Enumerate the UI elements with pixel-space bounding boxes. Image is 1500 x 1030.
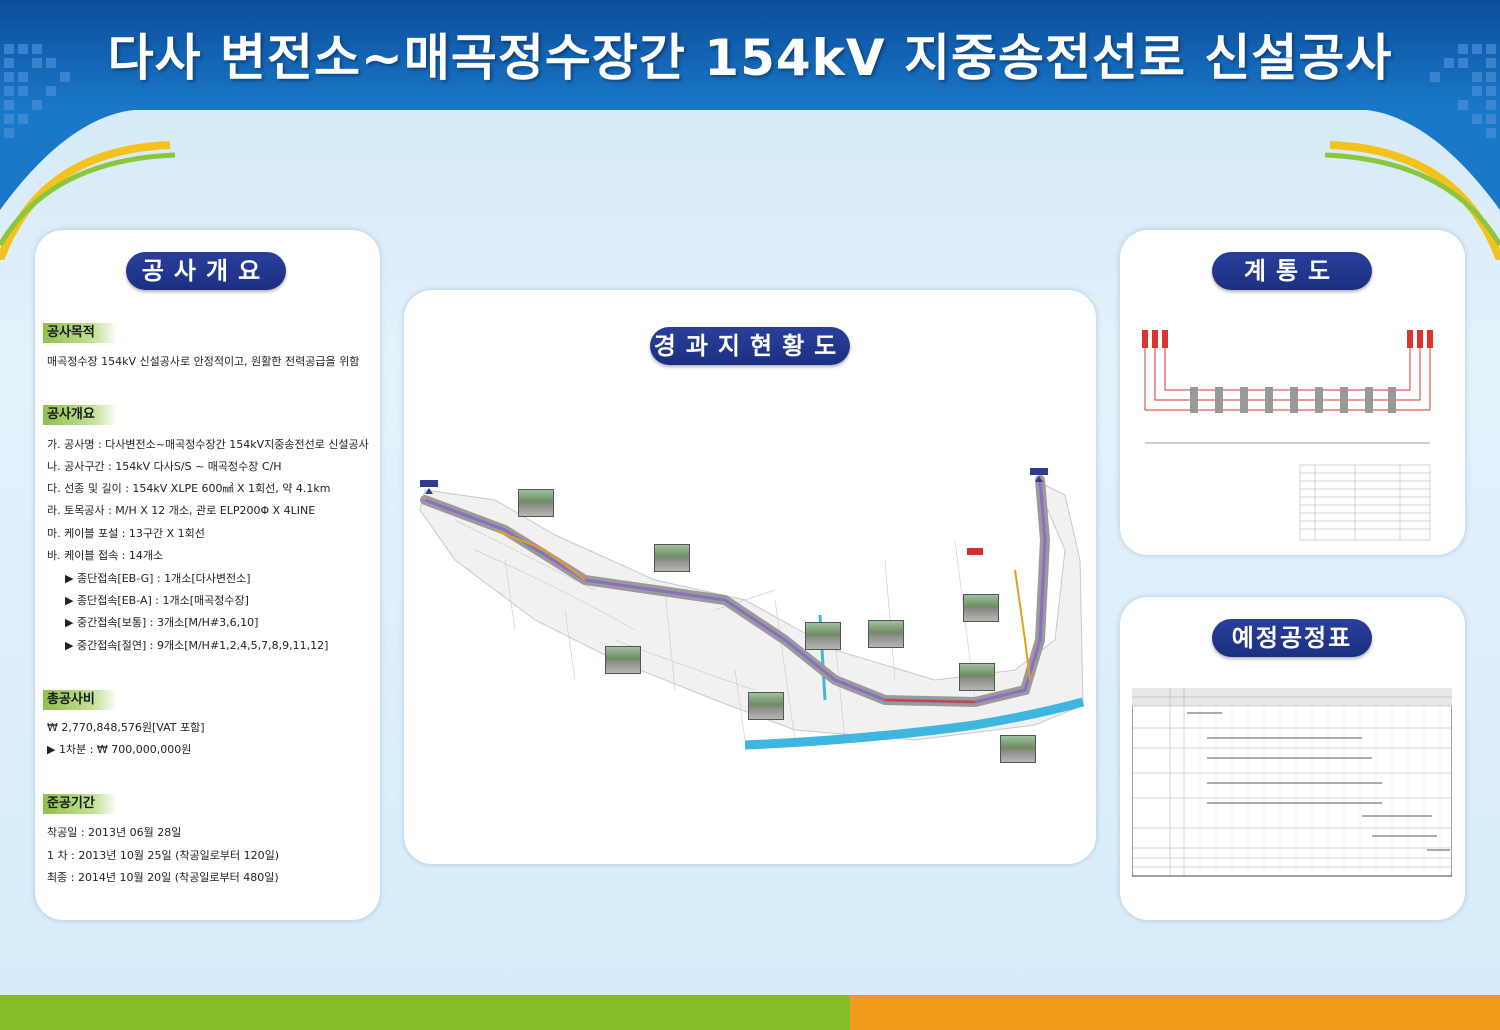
cost-first: ▶ 1차분 : ₩ 700,000,000원 — [47, 743, 192, 756]
bottom-bar-orange — [850, 995, 1500, 1030]
header-swoosh — [0, 109, 1500, 260]
route-map-heading: 경과지현황도 — [650, 327, 850, 365]
period-tag: 준공기간 — [43, 794, 117, 814]
summary-subline: ▶ 중간접속[보통] : 3개소[M/H#3,6,10] — [65, 616, 259, 629]
overview-heading: 공사개요 — [126, 252, 286, 290]
summary-line: 마. 케이블 포설 : 13구간 X 1회선 — [47, 527, 205, 540]
cost-total: ₩ 2,770,848,576원[VAT 포함] — [47, 721, 205, 734]
summary-tag: 공사개요 — [43, 405, 117, 425]
period-line: 최종 : 2014년 10월 20일 (착공일로부터 480일) — [47, 871, 279, 884]
map-site-photo — [1000, 735, 1036, 763]
bottom-bar-green — [0, 995, 850, 1030]
purpose-tag: 공사목적 — [43, 323, 117, 343]
purpose-text: 매곡정수장 154kV 신설공사로 안정적이고, 원활한 전력공급을 위함 — [47, 355, 360, 368]
map-site-photo — [605, 646, 641, 674]
cost-tag: 총공사비 — [43, 690, 117, 710]
mosaic-right-decoration — [1430, 44, 1496, 138]
map-site-photo — [959, 663, 995, 691]
system-diagram — [1142, 330, 1433, 541]
summary-subline: ▶ 종단접속[EB-A] : 1개소[매곡정수장] — [65, 594, 249, 607]
mosaic-left-decoration — [4, 44, 70, 138]
summary-line: 라. 토목공사 : M/H X 12 개소, 관로 ELP200Φ X 4LIN… — [47, 504, 316, 517]
summary-line: 가. 공사명 : 다사변전소~매곡정수장간 154kV지중송전선로 신설공사 — [47, 438, 369, 451]
summary-subline: ▶ 종단접속[EB-G] : 1개소[다사변전소] — [65, 572, 251, 585]
map-site-photo — [963, 594, 999, 622]
summary-line: 나. 공사구간 : 154kV 다사S/S ~ 매곡정수장 C/H — [47, 460, 282, 473]
page-title: 다사 변전소~매곡정수장간 154kV 지중송전선로 신설공사 — [107, 29, 1393, 87]
schedule-heading: 예정공정표 — [1212, 619, 1372, 657]
map-site-photo — [868, 620, 904, 648]
summary-line: 다. 선종 및 길이 : 154kV XLPE 600㎟ X 1회선, 약 4.… — [47, 482, 331, 495]
map-site-photo — [518, 489, 554, 517]
period-line: 1 차 : 2013년 10월 25일 (착공일로부터 120일) — [47, 849, 280, 862]
schedule-table — [1132, 688, 1452, 877]
system-diagram-heading: 계통도 — [1212, 252, 1372, 290]
summary-subline: ▶ 중간접속[절연] : 9개소[M/H#1,2,4,5,7,8,9,11,12… — [65, 639, 329, 652]
map-site-photo — [654, 544, 690, 572]
header-band — [0, 0, 1500, 110]
map-site-photo — [805, 622, 841, 650]
period-line: 착공일 : 2013년 06월 28일 — [47, 826, 182, 839]
map-site-photo — [748, 692, 784, 720]
summary-line: 바. 케이블 접속 : 14개소 — [47, 549, 164, 562]
